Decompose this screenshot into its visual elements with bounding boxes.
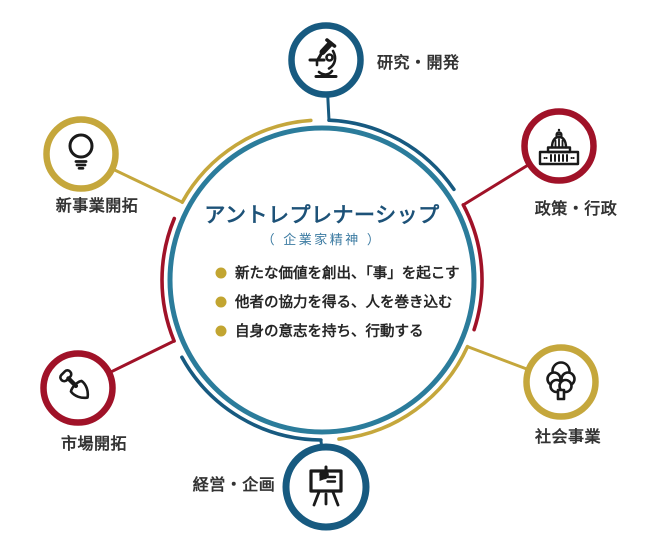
node-social: 社会事業 bbox=[523, 344, 602, 446]
bullet-dot-icon bbox=[215, 296, 227, 308]
node-policy: 政策・行政 bbox=[521, 108, 618, 218]
research-connector bbox=[326, 95, 331, 122]
lightbulb-icon bbox=[68, 133, 94, 170]
management-arc bbox=[180, 355, 323, 442]
market-ring bbox=[40, 350, 116, 426]
new-business-ring bbox=[43, 116, 119, 192]
node-research: 研究・開発 bbox=[288, 22, 460, 98]
management-ring bbox=[282, 443, 370, 531]
new-business-arc bbox=[180, 118, 313, 204]
bullet-text-2: 他者の協力を得る、人を巻き込む bbox=[234, 293, 453, 311]
shovel-icon bbox=[59, 369, 90, 400]
market-connector bbox=[109, 339, 176, 374]
policy-connector bbox=[461, 163, 529, 207]
management-label: 経営・企画 bbox=[193, 475, 276, 494]
social-label: 社会事業 bbox=[534, 427, 602, 446]
social-connector bbox=[466, 345, 528, 371]
policy-label: 政策・行政 bbox=[535, 199, 618, 218]
tree-icon bbox=[546, 361, 576, 401]
research-ring bbox=[288, 22, 364, 98]
node-new-business: 新事業開拓 bbox=[43, 116, 139, 215]
presentation-icon bbox=[309, 465, 343, 507]
capitol-icon bbox=[538, 128, 580, 166]
research-label: 研究・開発 bbox=[377, 53, 460, 72]
market-label: 市場開拓 bbox=[61, 434, 127, 453]
node-management: 経営・企画 bbox=[193, 443, 370, 531]
bullet-dot-icon bbox=[215, 267, 227, 279]
market-arc bbox=[160, 216, 177, 343]
node-market: 市場開拓 bbox=[40, 350, 127, 453]
microscope-icon bbox=[308, 38, 338, 78]
new-business-connector bbox=[112, 168, 184, 204]
center-title: アントレプレナーシップ bbox=[204, 204, 440, 227]
center-subtitle: （ 企業家精神 ） bbox=[262, 232, 383, 247]
bullet-text-3: 自身の意志を持ち、行動する bbox=[235, 322, 424, 340]
center-circle-ring bbox=[167, 125, 477, 435]
social-arc bbox=[337, 344, 470, 441]
bullet-text-1: 新たな価値を創出、「事」を起こす bbox=[235, 264, 459, 282]
research-arc bbox=[327, 118, 456, 192]
bullet-dot-icon bbox=[215, 325, 227, 337]
new-business-label: 新事業開拓 bbox=[56, 196, 139, 215]
policy-arc bbox=[461, 203, 484, 332]
